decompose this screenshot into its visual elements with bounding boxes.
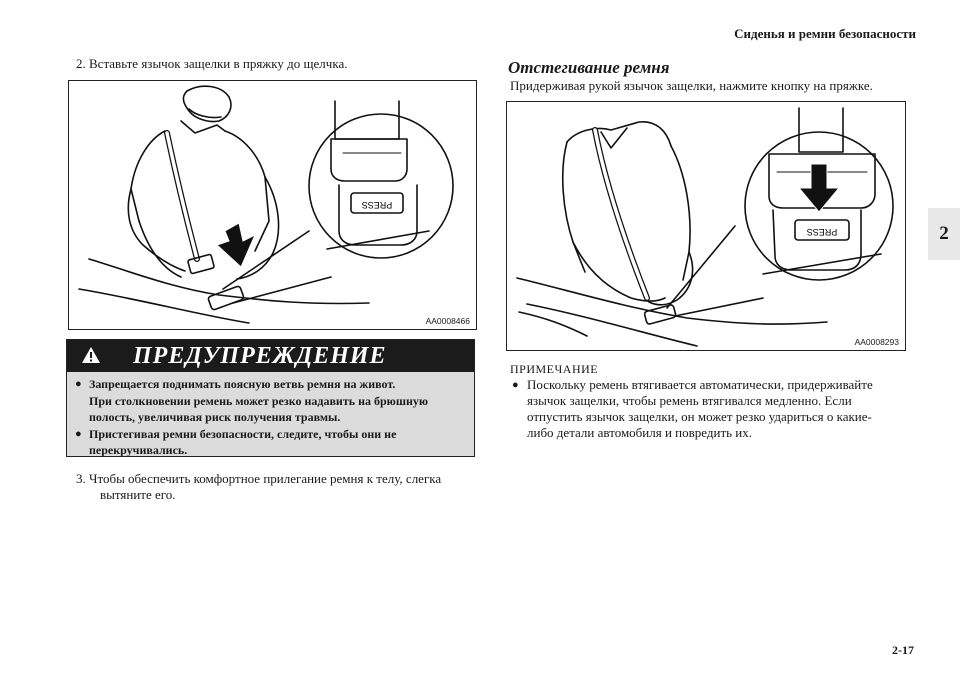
step-2-text: 2. Вставьте язычок защелки в пряжку до щ… <box>76 56 348 71</box>
warning-header: ПРЕДУПРЕЖДЕНИЕ <box>67 340 474 372</box>
figure-insert-tongue: PRESS AA0008466 <box>68 80 477 330</box>
running-header: Сиденья и ремни безопасности <box>734 26 916 41</box>
step-3-line-1: 3. Чтобы обеспечить комфортное прилегани… <box>76 471 442 486</box>
note-line: Поскольку ремень втягивается автоматичес… <box>527 377 873 392</box>
note-body: ● Поскольку ремень втягивается автоматич… <box>512 377 904 441</box>
warning-line: Пристегивая ремни безопасности, следите,… <box>89 426 397 441</box>
note-line: язычок защелки, чтобы ремень втягивался … <box>527 393 852 408</box>
warning-list: ● Запрещается поднимать поясную ветвь ре… <box>75 376 468 459</box>
warning-triangle-icon <box>82 347 100 363</box>
press-label: PRESS <box>807 227 838 237</box>
illustration-fastening: PRESS <box>78 85 454 324</box>
step-3-line-2: вытяните его. <box>100 487 176 502</box>
warning-line: перекручивались. <box>89 443 188 457</box>
warning-line: полость, увеличивая риск получения травм… <box>89 410 341 424</box>
bullet-icon: ● <box>75 378 82 390</box>
figure-release-buckle: PRESS AA0008293 <box>506 101 906 351</box>
page-number: 2-17 <box>892 643 914 657</box>
warning-box: ПРЕДУПРЕЖДЕНИЕ ● Запрещается поднимать п… <box>66 339 475 457</box>
note-line: либо детали автомобиля и повредить их. <box>527 425 753 440</box>
warning-item: ● Запрещается поднимать поясную ветвь ре… <box>75 376 468 426</box>
chapter-tab: 2 <box>928 208 960 260</box>
note-label: ПРИМЕЧАНИЕ <box>510 362 599 376</box>
warning-line: Запрещается поднимать поясную ветвь ремн… <box>89 377 396 391</box>
note-item: ● Поскольку ремень втягивается автоматич… <box>512 377 904 441</box>
figure-code: AA0008466 <box>425 316 470 326</box>
bullet-icon: ● <box>512 379 519 391</box>
note-line: отпустить язычок защелки, он может резко… <box>527 409 872 424</box>
warning-title: ПРЕДУПРЕЖДЕНИЕ <box>133 343 387 369</box>
figure-code: AA0008293 <box>854 337 899 347</box>
illustration-unfastening: PRESS <box>516 107 894 347</box>
bullet-icon: ● <box>75 427 82 440</box>
section-heading: Отстегивание ремня <box>508 58 670 77</box>
unfasten-intro: Придерживая рукой язычок защелки, нажмит… <box>510 78 873 93</box>
warning-item: ● Пристегивая ремни безопасности, следит… <box>75 426 468 459</box>
press-label: PRESS <box>362 200 393 210</box>
warning-line: При столкновении ремень может резко нада… <box>89 393 429 408</box>
